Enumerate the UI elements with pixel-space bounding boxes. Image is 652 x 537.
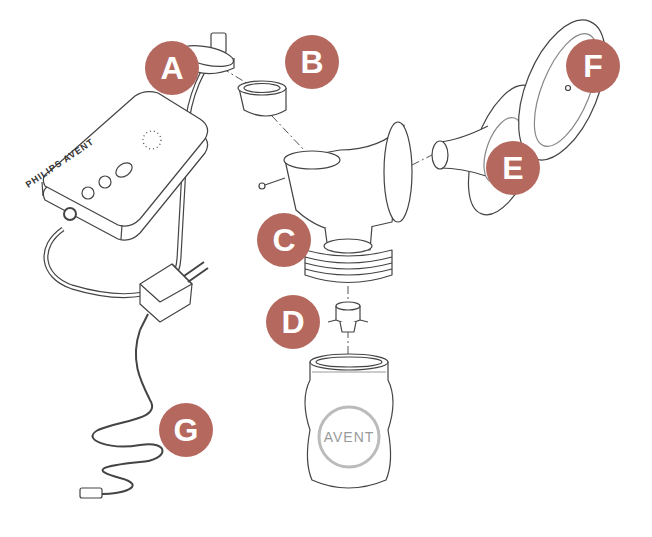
callout-circle: F <box>566 39 620 93</box>
callout-letter: B <box>300 46 323 78</box>
callout-letter: A <box>160 52 183 84</box>
callout-letter: G <box>174 414 199 446</box>
callout-letter: F <box>583 50 603 82</box>
callout-letter: D <box>281 306 304 338</box>
callout-circle: A <box>145 41 199 95</box>
callout-circle: E <box>486 141 540 195</box>
bottle-brand-text: AVENT <box>324 430 375 444</box>
callout-circle: B <box>285 35 339 89</box>
callout-circle: G <box>159 403 213 457</box>
callout-letter: C <box>272 224 295 256</box>
callout-circle: D <box>266 295 320 349</box>
callout-letter: E <box>502 152 523 184</box>
callout-circle: C <box>257 213 311 267</box>
